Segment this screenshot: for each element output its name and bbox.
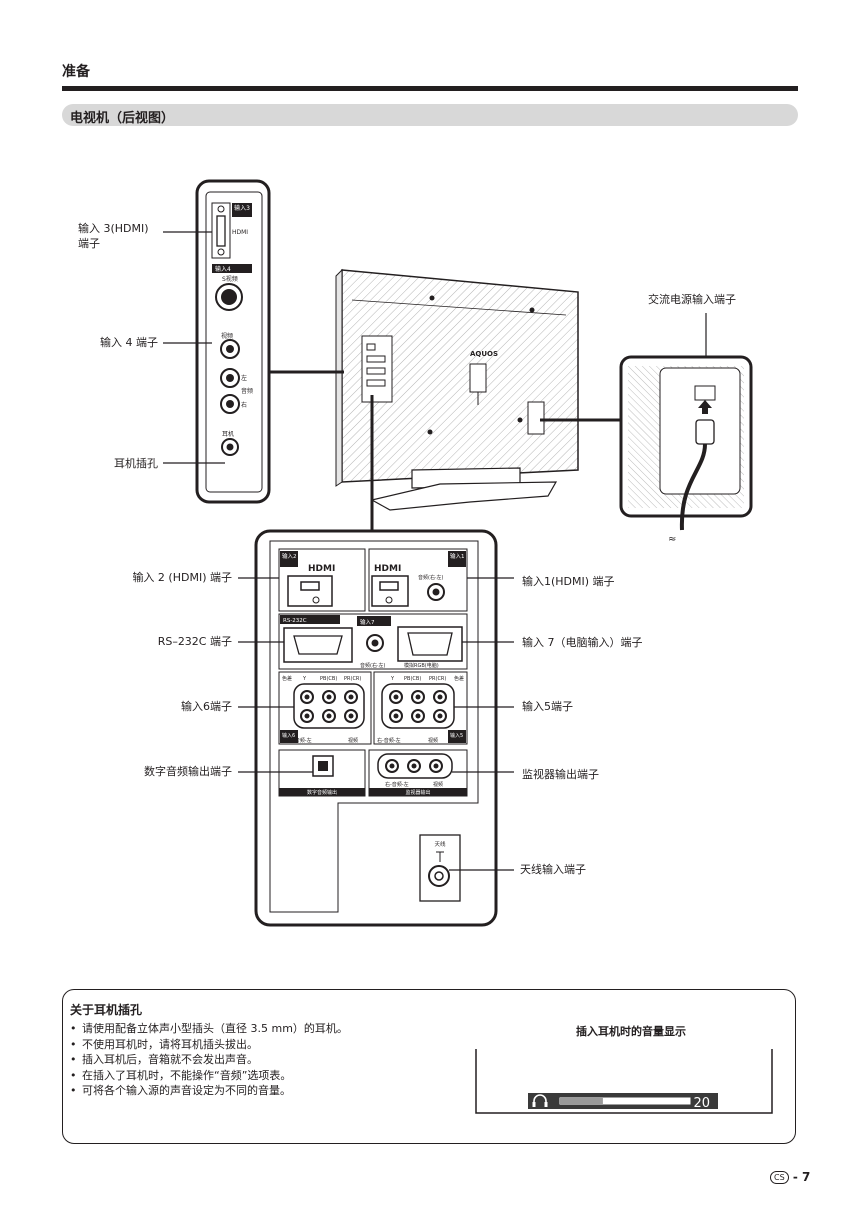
note-title: 关于耳机插孔 xyxy=(70,1003,143,1017)
page-number-value: 7 xyxy=(802,1170,811,1184)
input1-tag: 输入1 xyxy=(450,552,465,560)
hdmi2-logo: HDMI xyxy=(308,564,335,574)
pb-label-6: PB(CB) xyxy=(320,676,337,682)
main-terminal-panel: 输入2 HDMI 输入1 HDMI 音频(右·左) RS-232C 输入7 音频… xyxy=(254,529,498,927)
note-item: 可将各个输入源的声音设定为不同的音量。 xyxy=(70,1083,502,1099)
analog-rgb-label: 模拟RGB(电脑) xyxy=(404,662,439,669)
input2-tag: 输入2 xyxy=(282,552,297,560)
digital-audio-out-tag: 数字音频输出 xyxy=(307,789,337,796)
callout-monitor-out: 监视器输出端子 xyxy=(522,768,599,781)
tv-rear-diagram: 输入3 HDMI 输入4 S视频 视频 左 音频 右 耳机 AQUOS xyxy=(163,179,753,927)
pb-label-5: PB(CB) xyxy=(404,676,421,682)
hdmi-text: HDMI xyxy=(232,229,248,236)
video-label-6: 视频 xyxy=(348,737,358,744)
callout-headphone: 耳机插孔 xyxy=(114,457,158,470)
note-item: 插入耳机后，音箱就不会发出声音。 xyxy=(70,1052,502,1068)
input7-tag: 输入7 xyxy=(360,618,375,626)
note-item: 不使用耳机时，请将耳机插头拔出。 xyxy=(70,1037,502,1053)
audio-rl-label-2: 音频(右·左) xyxy=(360,662,386,669)
tv-body: AQUOS xyxy=(335,268,579,511)
callout-input7-pc: 输入 7（电脑输入）端子 xyxy=(522,636,643,649)
component-label-5: 色差 xyxy=(454,675,464,682)
page-separator: - xyxy=(792,1170,798,1184)
y-label-5: Y xyxy=(390,676,395,682)
note-item: 请使用配备立体声小型插头（直径 3.5 mm）的耳机。 xyxy=(70,1021,502,1037)
video-label-5: 视频 xyxy=(428,737,438,744)
leader-lines xyxy=(163,231,707,871)
pr-label-5: PR(CR) xyxy=(429,676,446,682)
callout-rs232c: RS–232C 端子 xyxy=(157,635,232,648)
callout-input5: 输入5端子 xyxy=(522,700,573,713)
top-rule xyxy=(62,86,798,91)
audio-label: 音频 xyxy=(241,387,253,395)
r-audio-l-monitor: 右-音频-左 xyxy=(385,781,409,788)
callout-hdmi3-line1: 输入 3(HDMI) xyxy=(78,222,149,235)
callout-input1-hdmi: 输入1(HDMI) 端子 xyxy=(522,575,615,588)
svg-text:≈: ≈ xyxy=(668,534,676,545)
volume-display: 20 xyxy=(475,1049,773,1114)
right-label: 右 xyxy=(241,401,247,409)
subtitle-band xyxy=(62,104,798,126)
callout-hdmi3: 输入 3(HDMI) 端子 xyxy=(78,221,149,251)
r-audio-l-5: 右-音频-左 xyxy=(377,737,401,744)
left-label: 左 xyxy=(241,374,247,382)
input4-tag: 输入4 xyxy=(215,265,231,273)
video-label-monitor: 视频 xyxy=(433,781,443,788)
input3-tag: 输入3 xyxy=(234,204,250,212)
ac-inset: ≈ xyxy=(619,355,753,545)
callout-hdmi3-line2: 端子 xyxy=(78,237,100,250)
section-title: 准备 xyxy=(62,64,90,80)
callout-antenna-in: 天线输入端子 xyxy=(520,863,586,876)
volume-display-title: 插入耳机时的音量显示 xyxy=(576,1025,686,1038)
brand-logo: AQUOS xyxy=(470,350,498,358)
input6-tag: 输入6 xyxy=(282,732,295,739)
component-label-6: 色差 xyxy=(282,675,292,682)
side-terminal-panel: 输入3 HDMI 输入4 S视频 视频 左 音频 右 耳机 xyxy=(195,179,271,504)
callout-input6: 输入6端子 xyxy=(181,700,232,713)
page-subtitle: 电视机（后视图） xyxy=(70,111,175,126)
callout-ac-power: 交流电源输入端子 xyxy=(648,293,736,306)
earphone-label: 耳机 xyxy=(222,430,234,438)
callout-input2-hdmi: 输入 2 (HDMI) 端子 xyxy=(132,571,232,584)
video-label: 视频 xyxy=(221,332,233,340)
antenna-tag: 天线 xyxy=(434,840,446,848)
headphone-icon xyxy=(532,1094,548,1107)
volume-value: 20 xyxy=(693,1096,710,1111)
y-label-6: Y xyxy=(302,676,307,682)
svideo-label: S视频 xyxy=(222,275,238,283)
page-number: CS - 7 xyxy=(770,1170,810,1184)
volume-level-fill xyxy=(560,1098,603,1104)
callout-input4: 输入 4 端子 xyxy=(100,336,158,349)
monitor-out-tag: 监视器输出 xyxy=(405,789,430,796)
input5-tag: 输入5 xyxy=(450,732,463,739)
headphone-note-box xyxy=(62,989,796,1144)
audio-rl-label: 音频(右·左) xyxy=(418,574,444,581)
note-list: 请使用配备立体声小型插头（直径 3.5 mm）的耳机。 不使用耳机时，请将耳机插… xyxy=(62,1021,502,1099)
hdmi1-logo: HDMI xyxy=(374,564,401,574)
language-badge: CS xyxy=(770,1171,789,1184)
pr-label-6: PR(CR) xyxy=(344,676,361,682)
callout-digital-out: 数字音频输出端子 xyxy=(144,765,232,778)
rs232c-tag: RS-232C xyxy=(283,618,307,624)
r-audio-l-6: 右-音频-左 xyxy=(288,737,312,744)
note-item: 在插入了耳机时，不能操作“音频”选项表。 xyxy=(70,1068,502,1084)
